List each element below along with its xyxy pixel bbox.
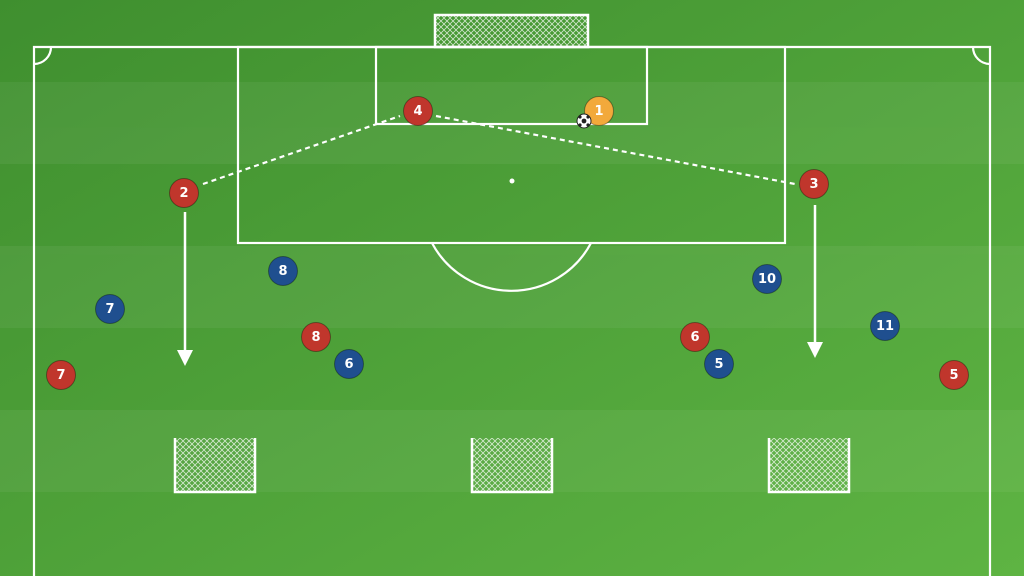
player-marker-red-2: 2 [169,178,199,208]
player-token [870,311,900,341]
player-number: 2 [179,186,188,201]
mini-goal [767,438,851,494]
player-token [939,360,969,390]
player-number: 6 [344,357,353,372]
player-token [403,96,433,126]
player-token [584,96,614,126]
mini-goal [470,438,554,494]
player-token [169,178,199,208]
player-marker-red-3: 3 [799,169,829,199]
main-goal [433,13,590,49]
player-marker-blue-5: 5 [704,349,734,379]
pass-line-2-to-4 [202,114,401,186]
player-token [95,294,125,324]
mini-goal [173,438,257,494]
grass-stripes [0,82,1024,492]
player-token [301,322,331,352]
penalty-spot [509,178,515,184]
player-number: 7 [56,368,65,383]
player-number: 8 [311,330,320,345]
player-number: 5 [949,368,958,383]
penalty-arc [431,242,592,292]
player-token [268,256,298,286]
player-token [46,360,76,390]
player-marker-blue-11: 11 [870,311,900,341]
player-marker-red-7: 7 [46,360,76,390]
player-number: 11 [876,319,894,334]
player-number: 7 [105,302,114,317]
run-arrow [177,212,193,366]
player-marker-red-8: 8 [301,322,331,352]
corner-arc-right [971,46,991,66]
pass-lines [202,114,796,186]
player-number: 8 [278,264,287,279]
player-token [334,349,364,379]
player-number: 5 [714,357,723,372]
player-number: 3 [809,177,818,192]
player-number: 10 [758,272,776,287]
player-token [799,169,829,199]
pass-line-4-to-3 [435,114,796,186]
player-marker-red-4: 4 [403,96,433,126]
player-token [680,322,710,352]
player-marker-blue-7: 7 [95,294,125,324]
player-marker-gk-1: 1 [584,96,614,126]
player-token [704,349,734,379]
player-marker-blue-6: 6 [334,349,364,379]
soccer-ball-icon [576,113,592,129]
player-marker-red-6: 6 [680,322,710,352]
run-arrow [807,205,823,358]
player-token [752,264,782,294]
player-marker-red-5: 5 [939,360,969,390]
player-number: 4 [413,104,422,119]
player-marker-blue-8: 8 [268,256,298,286]
player-number: 1 [594,104,603,119]
corner-arc-left [33,46,53,66]
player-number: 6 [690,330,699,345]
player-marker-blue-10: 10 [752,264,782,294]
